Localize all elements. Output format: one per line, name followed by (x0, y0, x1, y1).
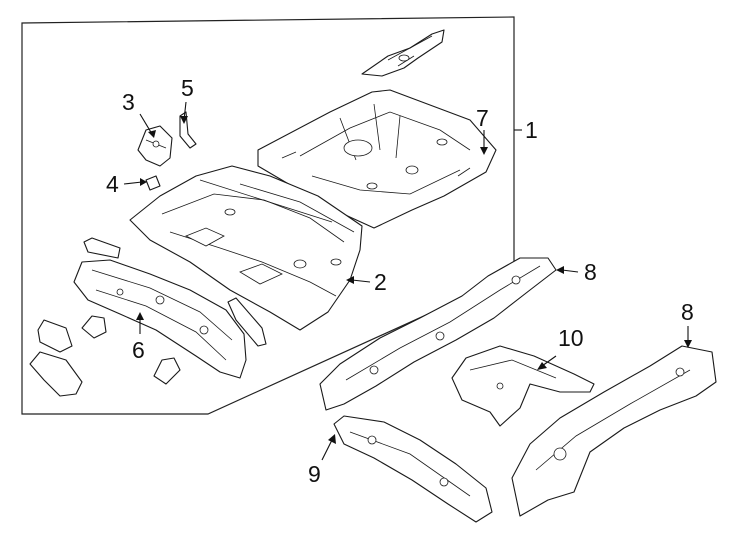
rear-frame-rail-right (511, 345, 717, 517)
callout-6: 6 (132, 337, 145, 363)
callout-7: 7 (476, 105, 489, 131)
rear-floor-pan (257, 89, 497, 229)
leader-lines (123, 101, 692, 461)
callout-8-lower: 8 (681, 299, 694, 325)
rear-crossmember (451, 345, 595, 427)
callout-10: 10 (558, 325, 584, 351)
floor-assembly-frame (21, 16, 515, 415)
callout-4: 4 (106, 171, 119, 197)
callout-5: 5 (181, 75, 194, 101)
seat-bracket (137, 125, 173, 167)
rail-bracket-upper (83, 237, 121, 259)
frame-extension (333, 415, 493, 523)
clip-part (145, 175, 161, 191)
callout-1: 1 (525, 117, 538, 143)
callout-9: 9 (308, 461, 321, 487)
callout-8-upper: 8 (584, 259, 597, 285)
lower-brackets (29, 315, 181, 397)
callout-3: 3 (122, 89, 135, 115)
callout-2: 2 (374, 269, 387, 295)
rear-floor-crossmember-top (361, 29, 445, 77)
rail-reinforcement (227, 297, 267, 347)
front-floor-pan (129, 165, 363, 331)
floor-side-rail (73, 259, 247, 379)
